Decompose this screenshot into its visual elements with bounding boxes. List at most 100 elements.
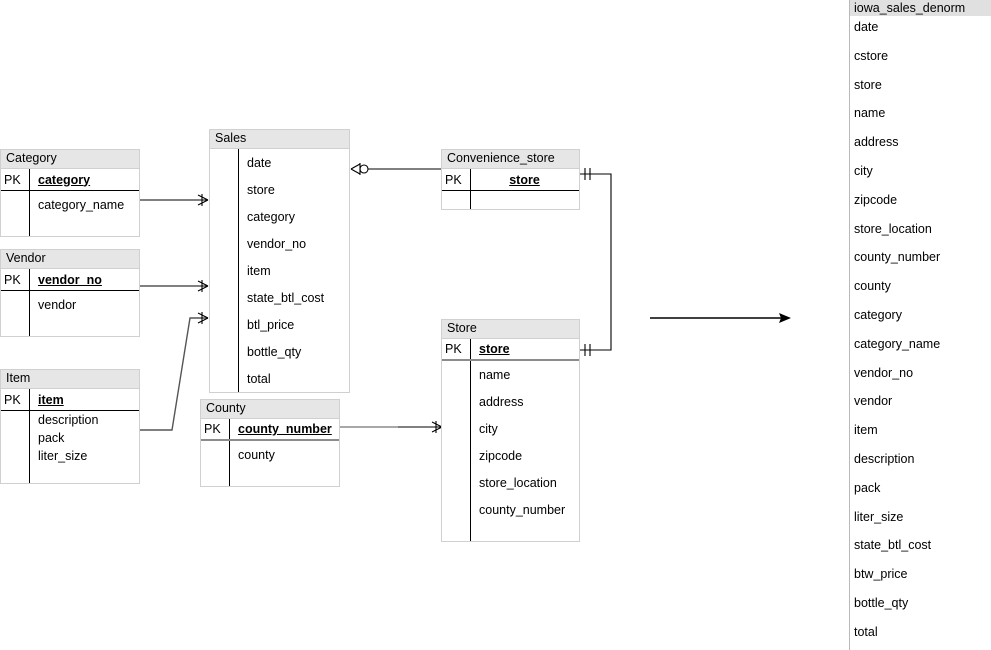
attribute-category-name: category_name — [38, 197, 125, 212]
attribute-name: name — [479, 367, 511, 382]
denormalized-column: store — [854, 77, 882, 92]
entity-category-attribute: category_name — [1, 191, 139, 218]
relationship-vendor-sales — [140, 280, 209, 292]
entity-sales-attribute: state_btl_cost — [210, 284, 349, 311]
attribute-category: category — [247, 209, 295, 224]
crowfoot-many-icon — [431, 421, 443, 433]
denormalized-column: item — [854, 423, 878, 438]
entity-county-pk-row: PK county_number — [201, 419, 339, 441]
entity-sales-title: Sales — [210, 130, 349, 149]
attribute-bottle-qty: bottle_qty — [247, 344, 302, 359]
denormalized-column: city — [854, 163, 873, 178]
entity-item-attribute: description — [1, 411, 139, 429]
one-cardinality-icon — [584, 168, 591, 180]
attribute-pack: pack — [38, 431, 65, 445]
entity-item-pk-field: item — [38, 392, 64, 407]
entity-vendor[interactable]: Vendor PK vendor_no vendor — [0, 249, 140, 337]
entity-item[interactable]: Item PK item description pack liter_size — [0, 369, 140, 484]
attribute-county-number: county_number — [479, 502, 566, 517]
entity-sales-attribute: item — [210, 257, 349, 284]
attribute-address: address — [479, 394, 524, 409]
pk-label: PK — [445, 342, 462, 356]
denormalized-column-list: date cstore store name address city zipc… — [850, 16, 991, 650]
denormalized-column: description — [854, 451, 915, 466]
entity-convenience-store-filler — [442, 191, 579, 209]
relationship-item-sales — [140, 312, 209, 431]
one-cardinality-icon — [584, 344, 591, 356]
entity-item-attribute: liter_size — [1, 447, 139, 465]
entity-vendor-attribute: vendor — [1, 291, 139, 318]
entity-category-pk-row: PK category — [1, 169, 139, 191]
entity-sales-attribute: category — [210, 203, 349, 230]
denormalized-column: btw_price — [854, 567, 908, 582]
entity-sales[interactable]: Sales date store category vendor_no item… — [209, 129, 350, 393]
transform-arrow-icon — [650, 313, 791, 323]
denormalized-column: cstore — [854, 48, 889, 63]
attribute-date: date — [247, 155, 272, 170]
entity-store-attribute: zipcode — [442, 442, 579, 469]
denormalized-column: total — [854, 624, 878, 639]
entity-store-pk-row: PK store — [442, 339, 579, 361]
entity-convenience-store-pk-row: PK store — [442, 169, 579, 191]
denormalized-column: bottle_qty — [854, 595, 909, 610]
attribute-vendor: vendor — [38, 297, 77, 312]
zero-cardinality-icon — [359, 164, 369, 174]
denormalized-table-title: iowa_sales_denorm — [850, 0, 991, 16]
entity-store-attribute: city — [442, 415, 579, 442]
entity-county-title: County — [201, 400, 339, 419]
attribute-btl-price: btl_price — [247, 317, 295, 332]
entity-vendor-title: Vendor — [1, 250, 139, 269]
pk-label: PK — [4, 392, 21, 407]
attribute-total: total — [247, 371, 271, 386]
attribute-city: city — [479, 421, 498, 436]
entity-convenience-store-pk-field: store — [509, 172, 540, 187]
attribute-zipcode: zipcode — [479, 448, 523, 463]
entity-store-pk-field: store — [479, 342, 510, 356]
pk-label: PK — [445, 172, 462, 187]
entity-store-attribute: name — [442, 361, 579, 388]
denormalized-column: name — [854, 106, 886, 121]
entity-vendor-filler — [1, 318, 139, 336]
entity-category[interactable]: Category PK category category_name — [0, 149, 140, 237]
denormalized-column: pack — [854, 480, 881, 495]
entity-category-pk-field: category — [38, 172, 91, 187]
entity-store-filler — [442, 523, 579, 541]
attribute-store: store — [247, 182, 275, 197]
denormalized-column: category_name — [854, 336, 941, 351]
entity-convenience-store[interactable]: Convenience_store PK store — [441, 149, 580, 210]
crowfoot-many-icon — [350, 163, 361, 175]
entity-sales-attribute: bottle_qty — [210, 338, 349, 365]
crowfoot-many-icon — [197, 194, 209, 206]
entity-store-attribute: county_number — [442, 496, 579, 523]
attribute-county: county — [238, 447, 275, 462]
entity-county[interactable]: County PK county_number county — [200, 399, 340, 487]
entity-item-title: Item — [1, 370, 139, 389]
entity-convenience-store-title: Convenience_store — [442, 150, 579, 169]
crowfoot-many-icon — [197, 280, 209, 292]
attribute-item: item — [247, 263, 271, 278]
relationship-county-store — [340, 421, 443, 433]
denormalized-column: address — [854, 135, 899, 150]
relationship-sales-convenience-store — [350, 163, 442, 175]
entity-county-pk-field: county_number — [238, 422, 332, 436]
entity-vendor-pk-row: PK vendor_no — [1, 269, 139, 291]
denormalized-column: vendor — [854, 394, 893, 409]
attribute-vendor-no: vendor_no — [247, 236, 307, 251]
entity-item-attribute: pack — [1, 429, 139, 447]
relationship-convenience-store-store — [580, 168, 612, 356]
denormalized-column: zipcode — [854, 192, 898, 207]
entity-county-attribute: county — [201, 441, 339, 468]
pk-label: PK — [204, 422, 221, 436]
entity-store[interactable]: Store PK store name address city zipcode… — [441, 319, 580, 542]
denormalized-column: state_btl_cost — [854, 538, 932, 553]
entity-sales-attribute: total — [210, 365, 349, 392]
denormalized-table-panel[interactable]: iowa_sales_denorm date cstore store name… — [849, 0, 991, 650]
denormalized-column: county_number — [854, 250, 941, 265]
entity-county-filler — [201, 468, 339, 486]
entity-store-attribute: store_location — [442, 469, 579, 496]
entity-category-title: Category — [1, 150, 139, 169]
entity-vendor-pk-field: vendor_no — [38, 272, 102, 287]
attribute-liter-size: liter_size — [38, 449, 88, 463]
denormalized-column: store_location — [854, 221, 932, 236]
